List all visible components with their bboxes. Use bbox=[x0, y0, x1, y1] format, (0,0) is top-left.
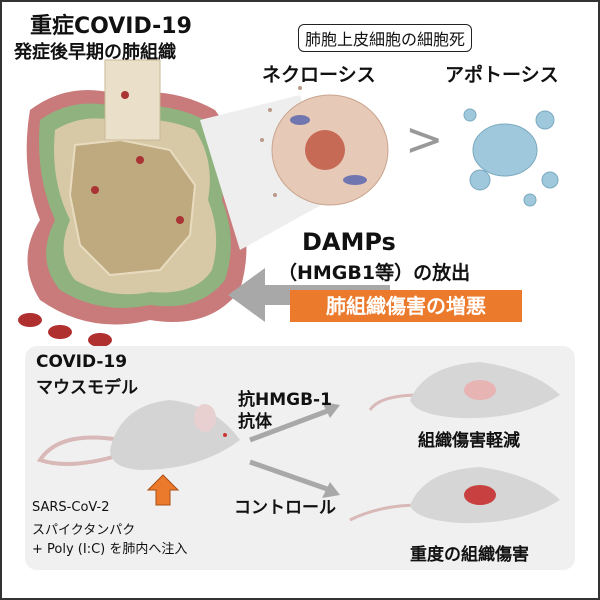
damps-label: DAMPs bbox=[302, 228, 396, 256]
control-label: コントロール bbox=[234, 498, 336, 518]
cell-death-label: 肺胞上皮細胞の細胞死 bbox=[298, 24, 473, 52]
injection-arrow bbox=[146, 474, 180, 506]
lung-tissue-illustration bbox=[18, 59, 247, 347]
treated-mouse-illustration bbox=[368, 362, 560, 419]
treatment-label-2: 抗体 bbox=[238, 412, 272, 432]
injection-label-3: + Poly (I:C) を肺内へ注入 bbox=[32, 542, 188, 557]
apoptotic-cell-illustration bbox=[463, 108, 559, 207]
necrosis-label: ネクローシス bbox=[262, 64, 376, 86]
lung-title: 重症COVID-19 bbox=[30, 14, 192, 39]
treatment-label: 抗HMGB-1 bbox=[238, 390, 332, 410]
injection-label-2: スパイクタンパク bbox=[32, 523, 136, 538]
apoptosis-label: アポトーシス bbox=[445, 64, 559, 86]
treatment-result: 組織傷害軽減 bbox=[418, 431, 520, 451]
control-arrow bbox=[249, 459, 331, 493]
damps-release-label: （HMGB1等）の放出 bbox=[278, 262, 471, 284]
outcome-badge: 肺組織傷害の増悪 bbox=[290, 290, 522, 322]
lung-subtitle: 発症後早期の肺組織 bbox=[14, 42, 176, 63]
control-result: 重度の組織傷害 bbox=[410, 545, 529, 565]
mouse-illustration bbox=[36, 400, 240, 470]
treatment-arrow bbox=[249, 407, 331, 443]
model-title: COVID-19 bbox=[36, 352, 128, 372]
control-mouse-illustration bbox=[349, 467, 560, 524]
necrotic-cell-illustration bbox=[260, 86, 389, 206]
greater-than-sign: > bbox=[405, 112, 444, 166]
model-subtitle: マウスモデル bbox=[36, 378, 138, 398]
injection-label-1: SARS-CoV-2 bbox=[32, 500, 110, 515]
